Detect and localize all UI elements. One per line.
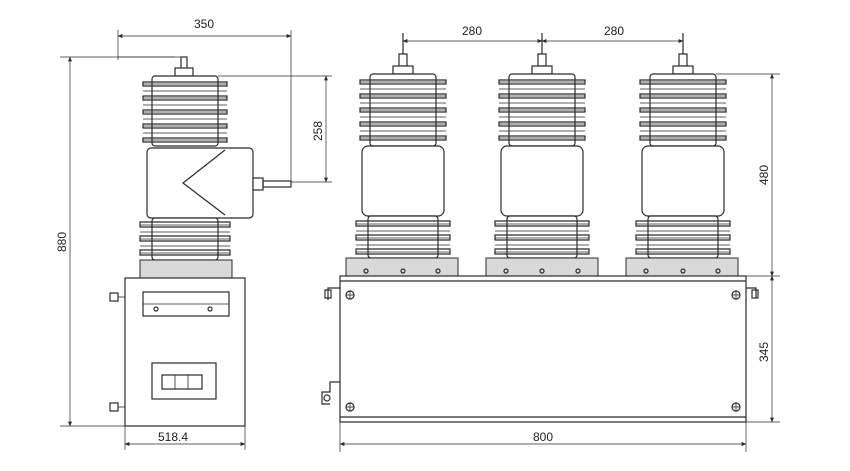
dimension-tank-width: 800 — [339, 422, 747, 452]
dimension-tank-height: 345 — [746, 275, 780, 423]
dim-label-top-height: 258 — [311, 121, 325, 141]
dimension-insulator-height: 480 — [716, 73, 780, 277]
dim-label-base-width: 518.4 — [158, 430, 188, 444]
dim-label-tank-height: 345 — [757, 342, 771, 362]
side-top-terminal — [174, 56, 194, 77]
front-pole-1 — [345, 33, 459, 277]
dim-label-insulator-height: 480 — [757, 165, 771, 185]
dimension-pole-spacing-1: 280 — [402, 24, 543, 43]
dimension-total-height: 880 — [55, 56, 175, 427]
side-upper-sheds — [142, 75, 228, 147]
front-pole-2 — [485, 33, 599, 277]
dimension-top-height: 258 — [218, 75, 332, 183]
dimension-base-width: 518.4 — [124, 426, 246, 450]
side-mechanism-housing — [146, 147, 292, 219]
dimension-pole-spacing-2: 280 — [541, 24, 684, 43]
front-view — [321, 33, 759, 423]
dim-label-pole-spacing-1: 280 — [462, 24, 482, 38]
front-pole-3 — [625, 33, 739, 277]
side-lower-sheds — [139, 217, 233, 279]
side-control-box — [109, 277, 246, 427]
dim-label-pole-spacing-2: 280 — [604, 24, 624, 38]
dim-label-total-height: 880 — [55, 232, 69, 252]
dimension-side-width: 350 — [117, 17, 292, 182]
dim-label-tank-width: 800 — [533, 430, 553, 444]
side-view — [109, 56, 292, 427]
front-tank — [321, 275, 759, 423]
dim-label-side-width: 350 — [194, 17, 214, 31]
